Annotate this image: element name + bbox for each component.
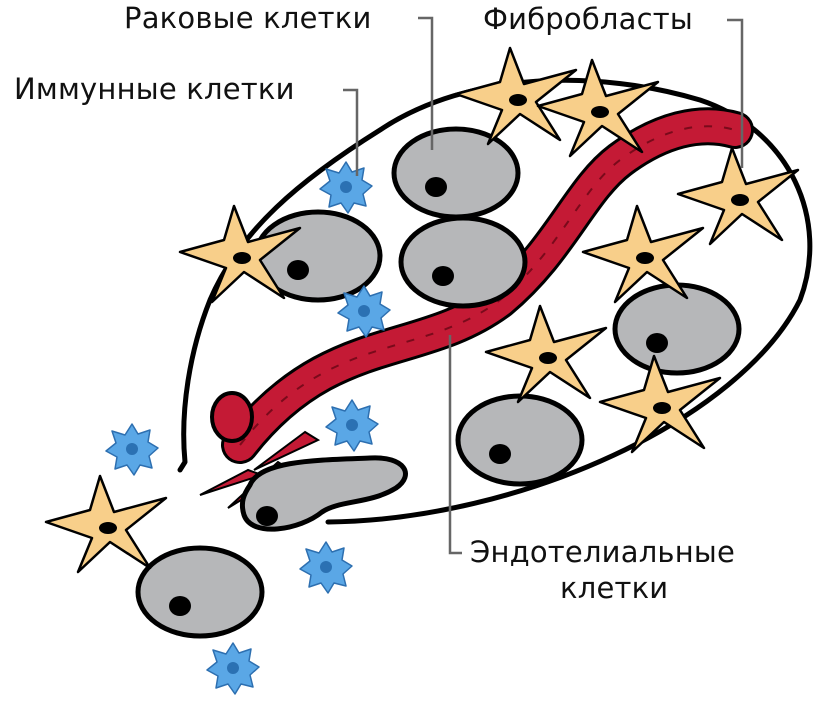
immune-cell-icon <box>326 400 378 451</box>
tumor-cell-icon <box>615 285 739 373</box>
label-endothelial-line2: клетки <box>560 574 668 603</box>
label-cancer-cells: Раковые клетки <box>124 4 372 33</box>
label-fibroblasts: Фибробласты <box>483 5 693 34</box>
fibroblast-icon <box>46 476 166 572</box>
label-immune-cells: Иммунные клетки <box>14 75 295 104</box>
immune-cell-icon <box>338 286 390 337</box>
tumor-cell-icon <box>401 218 525 306</box>
label-endothelial-line1: Эндотелиальные <box>470 538 735 567</box>
immune-cell-icon <box>300 542 352 593</box>
immune-cell-icon <box>106 424 158 475</box>
immune-cell-icon <box>207 643 259 694</box>
immune-cell-icon <box>320 162 372 213</box>
tumor-cell-icon <box>458 396 582 484</box>
tumor-cell-icon <box>394 129 518 217</box>
tumor-cell-icon <box>138 548 262 636</box>
